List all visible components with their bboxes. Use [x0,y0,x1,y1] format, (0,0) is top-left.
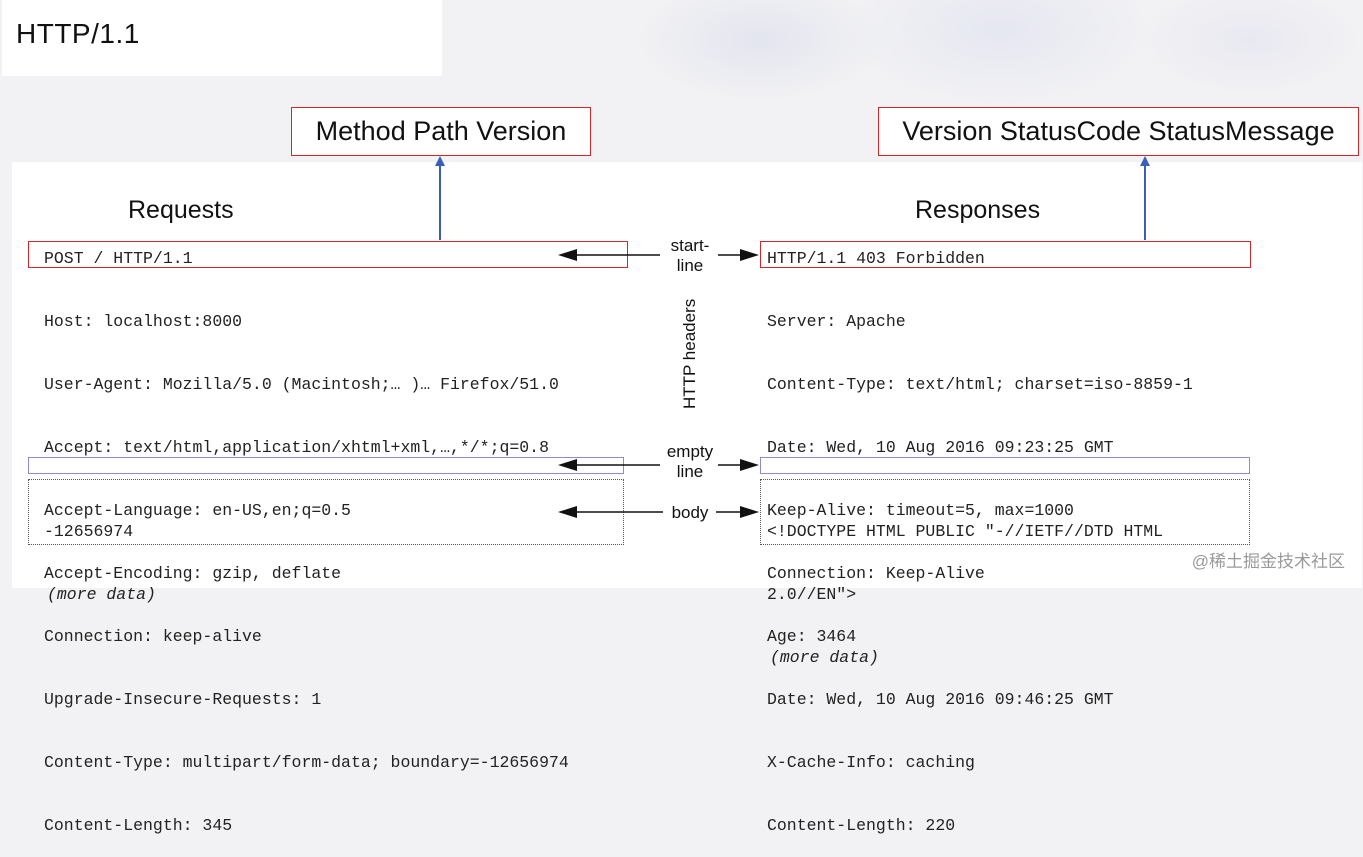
response-header-line: Content-Type: text/html; charset=iso-885… [767,375,1193,394]
response-body-more: (more data) [770,648,879,667]
response-start-line-annotation: Version StatusCode StatusMessage [878,107,1359,156]
start-line-label-1: start- [670,236,710,255]
arrows-layer [435,156,1150,518]
request-header-line: Host: localhost:8000 [44,312,243,331]
response-header-line: Date: Wed, 10 Aug 2016 09:46:25 GMT [767,690,1114,709]
request-header-line: Accept-Language: en-US,en;q=0.5 [44,501,351,520]
body-left-arrow-head [558,506,577,518]
start-line-right-arrow-head [740,249,759,261]
response-header-line: Server: Apache [767,312,906,331]
response-header-line: X-Cache-Info: caching [767,753,975,772]
body-label: body [671,503,709,522]
title-card: HTTP/1.1 [2,0,442,76]
request-header-line: Accept: text/html,application/xhtml+xml,… [44,438,549,457]
responses-heading: Responses [915,196,1041,224]
request-header-line: Content-Type: multipart/form-data; bound… [44,753,569,772]
response-body-line: <!DOCTYPE HTML PUBLIC "-//IETF//DTD HTML [767,522,1164,541]
request-up-arrow-head [435,156,445,166]
request-body-line: -12656974 [44,522,134,541]
response-body-box [760,479,1250,545]
request-start-line: POST / HTTP/1.1 [44,249,193,268]
response-header-line: Content-Length: 220 [767,816,956,835]
response-header-line: Connection: Keep-Alive [767,564,985,583]
empty-line-label-1: empty [666,442,714,461]
request-header-line: Accept-Encoding: gzip, deflate [44,564,342,583]
response-header-line: Date: Wed, 10 Aug 2016 09:23:25 GMT [767,438,1114,457]
empty-line-label-2: line [676,462,704,481]
response-up-arrow-head [1140,156,1150,166]
empty-line-label: empty line [660,442,720,482]
start-line-label-2: line [676,256,704,275]
response-start-line-box [760,241,1251,268]
body-right-arrow-head [740,506,759,518]
request-header-line: Connection: keep-alive [44,627,262,646]
request-start-line-annotation: Method Path Version [291,107,591,156]
page-title: HTTP/1.1 [16,18,140,49]
request-header-line: Upgrade-Insecure-Requests: 1 [44,690,322,709]
requests-heading: Requests [128,196,234,224]
response-start-line: HTTP/1.1 403 Forbidden [767,249,985,268]
response-empty-line-box [760,457,1250,474]
request-header-line: Content-Length: 345 [44,816,233,835]
request-header-line: User-Agent: Mozilla/5.0 (Macintosh;… )… … [44,375,559,394]
empty-line-left-arrow-head [558,459,577,471]
diagram-panel [12,162,1362,588]
response-header-line: Keep-Alive: timeout=5, max=1000 [767,501,1074,520]
start-line-label: start- line [660,236,720,276]
empty-line-right-arrow-head [740,459,759,471]
start-line-left-arrow-head [558,249,577,261]
watermark: @稀土掘金技术社区 [1191,552,1345,571]
